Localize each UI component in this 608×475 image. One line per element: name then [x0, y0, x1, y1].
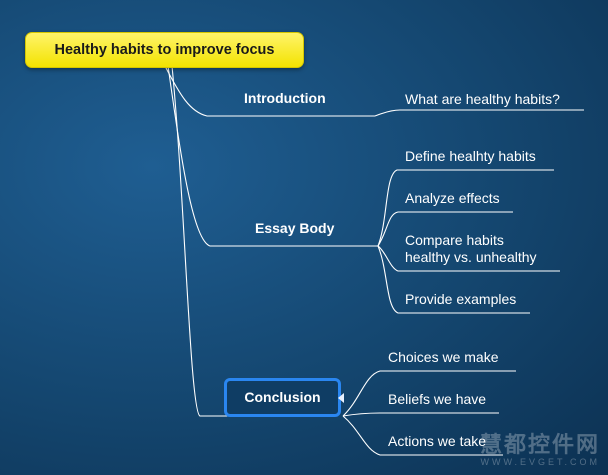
connector-conclusion-child-2: [342, 412, 499, 417]
root-topic[interactable]: Healthy habits to improve focus: [25, 32, 304, 68]
connector-essay-child-2: [377, 211, 513, 247]
connector-root-essay-body: [167, 65, 378, 247]
connector-essay-child-1: [377, 169, 554, 247]
watermark-main-text: 慧都控件网: [479, 432, 600, 457]
connector-conclusion-child-3: [342, 415, 503, 456]
branch-essay-body[interactable]: Essay Body: [255, 220, 335, 236]
conclusion-child-beliefs[interactable]: Beliefs we have: [388, 391, 487, 407]
essay-child-compare-habits-line-2: healthy vs. unhealthy: [405, 249, 537, 265]
watermark-logo: 慧都控件网 WWW.EVGET.COM: [479, 432, 600, 468]
connector-root-conclusion: [171, 65, 228, 417]
conclusion-child-actions[interactable]: Actions we take: [388, 433, 487, 449]
conclusion-child-choices[interactable]: Choices we make: [388, 349, 499, 365]
essay-child-define-habits[interactable]: Define healhty habits: [405, 148, 536, 164]
connector-conclusion-child-1: [342, 370, 516, 417]
essay-child-compare-habits-line-1: Compare habits: [405, 232, 504, 248]
essay-child-analyze-effects[interactable]: Analyze effects: [405, 190, 500, 206]
connector-essay-child-3: [377, 245, 560, 272]
collapse-arrow-icon[interactable]: [338, 393, 344, 403]
connector-essay-child-4: [377, 245, 530, 314]
branch-introduction[interactable]: Introduction: [244, 90, 326, 106]
essay-child-provide-examples[interactable]: Provide examples: [405, 291, 517, 307]
introduction-child-what-are-healthy-habits[interactable]: What are healthy habits?: [405, 91, 560, 107]
essay-child-compare-habits[interactable]: Compare habits healthy vs. unhealthy: [405, 232, 537, 266]
connector-introduction-child-1: [374, 109, 584, 117]
branch-conclusion-selected[interactable]: Conclusion: [224, 378, 341, 417]
watermark-sub-text: WWW.EVGET.COM: [480, 457, 600, 467]
